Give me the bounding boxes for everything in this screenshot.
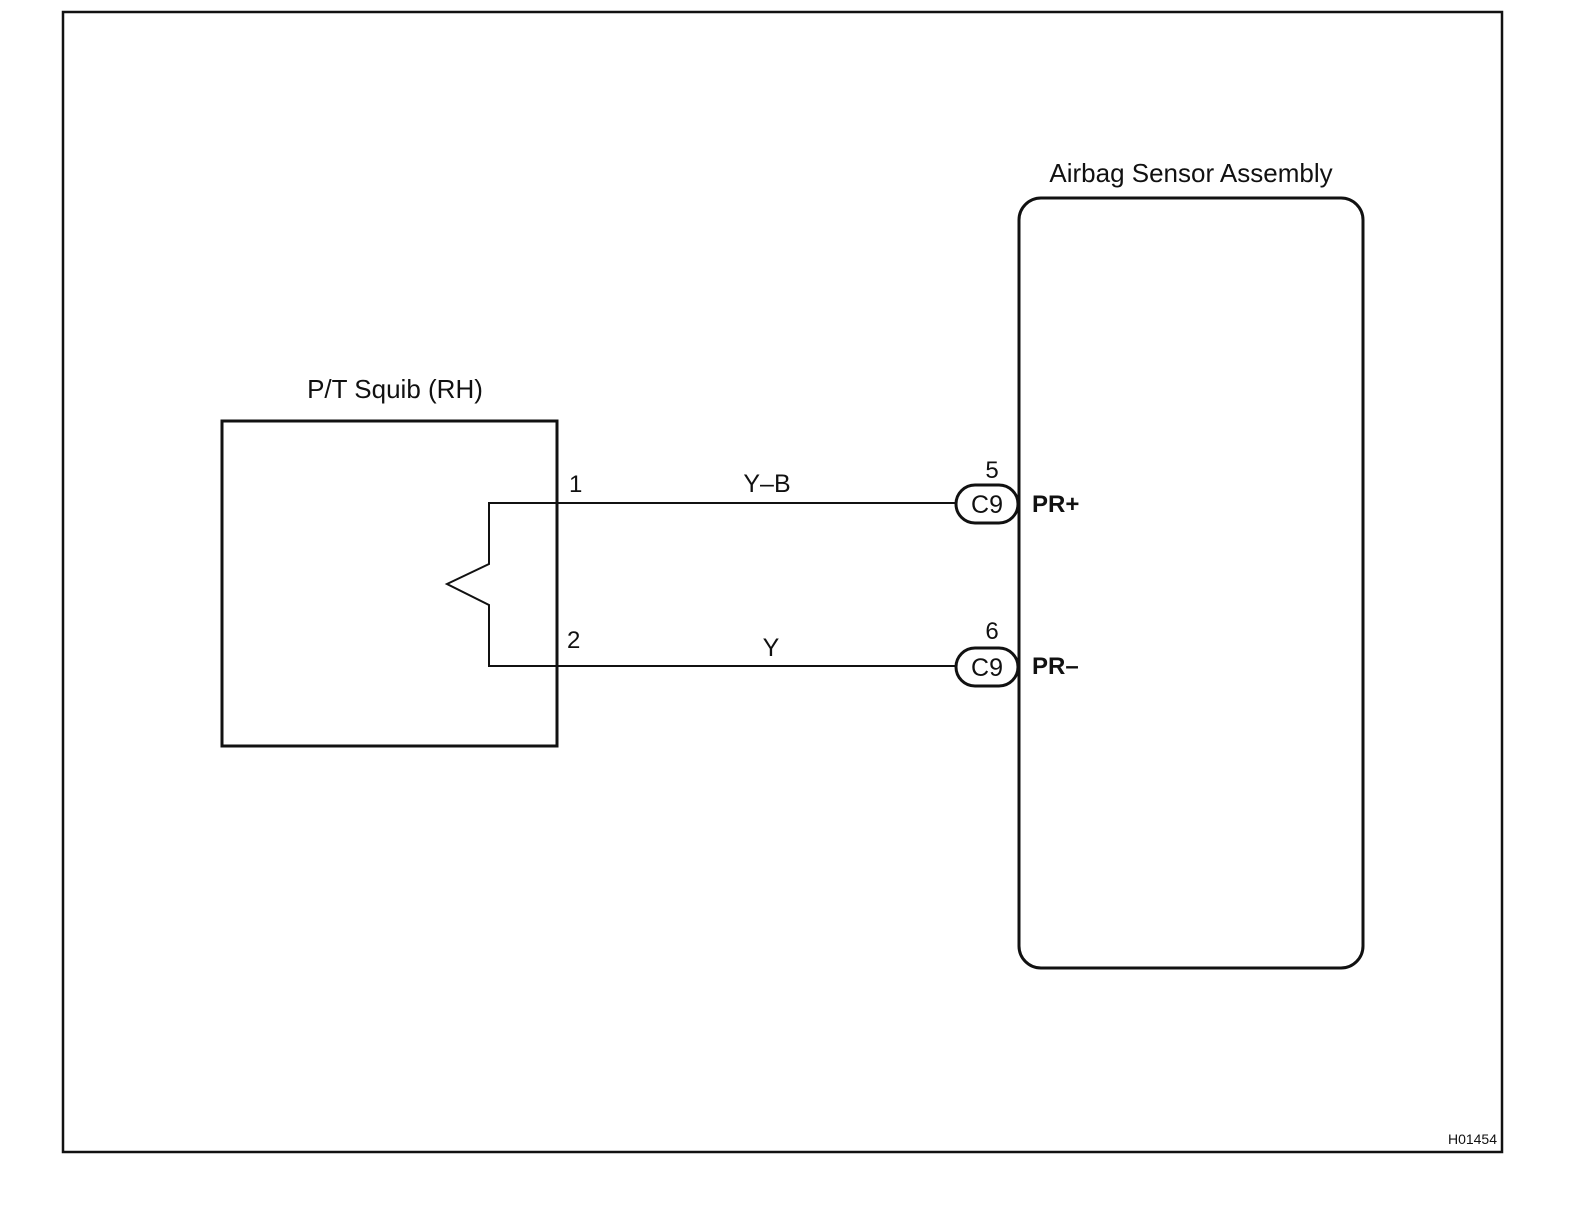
- wire-color-label: Y: [763, 634, 780, 662]
- diagram-frame: [61, 10, 1504, 1154]
- connector-pin-number: 6: [985, 618, 998, 645]
- sensor-title: Airbag Sensor Assembly: [1049, 158, 1332, 188]
- terminal-label: PR+: [1032, 491, 1079, 518]
- figure-id: H01454: [1448, 1131, 1497, 1147]
- squib-pin-2: 2: [567, 627, 580, 654]
- wire-color-label: Y–B: [743, 470, 790, 498]
- squib-box: [220, 419, 559, 748]
- connector-pin-number: 5: [985, 457, 998, 484]
- connector-label: C9: [971, 491, 1003, 519]
- terminal-label: PR–: [1032, 653, 1079, 680]
- connector-label: C9: [971, 654, 1003, 682]
- squib-element-symbol: [444, 502, 557, 667]
- squib-pin-1: 1: [569, 471, 582, 498]
- squib-title: P/T Squib (RH): [307, 374, 483, 404]
- sensor-box: [1017, 196, 1365, 970]
